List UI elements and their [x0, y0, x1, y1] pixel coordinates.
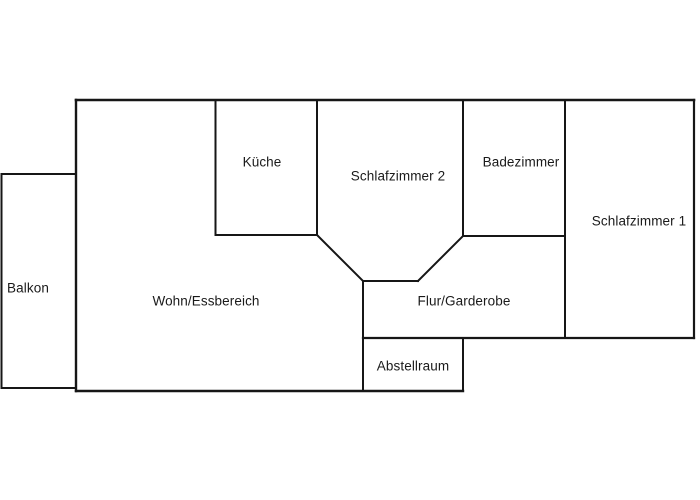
room-label-badezimmer: Badezimmer — [482, 154, 560, 170]
room-label-flur-garderobe: Flur/Garderobe — [417, 293, 511, 309]
room-label-kueche: Küche — [242, 154, 282, 170]
wall-segment — [315, 233, 365, 283]
room-label-balkon: Balkon — [7, 280, 49, 296]
room-label-wohn-essbereich: Wohn/Essbereich — [152, 293, 260, 309]
room-label-abstellraum: Abstellraum — [376, 358, 450, 374]
room-label-schlafzimmer-1: Schlafzimmer 1 — [591, 213, 687, 229]
wall-segment — [416, 234, 465, 283]
walls-group — [0, 98, 696, 393]
room-label-schlafzimmer-2: Schlafzimmer 2 — [350, 168, 446, 184]
